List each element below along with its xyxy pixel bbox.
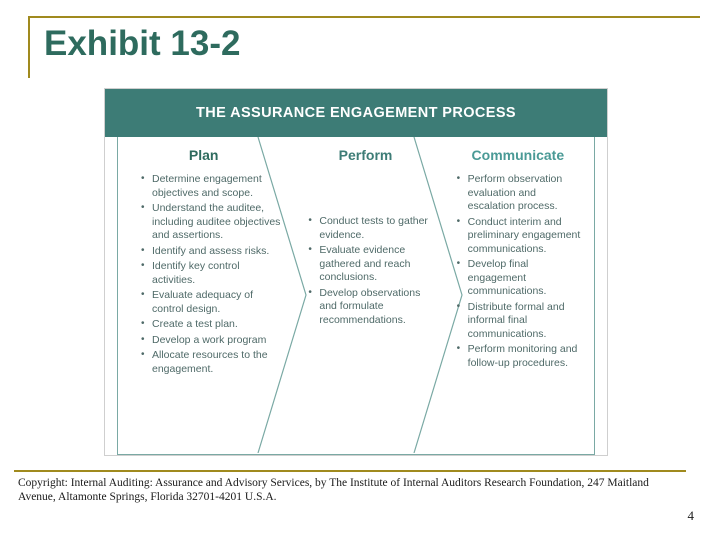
- list-item: Evaluate evidence gathered and reach con…: [307, 243, 433, 285]
- exhibit-card: THE ASSURANCE ENGAGEMENT PROCESS Plan De…: [104, 88, 608, 456]
- left-vertical-rule: [28, 16, 30, 78]
- column-heading-communicate: Communicate: [471, 147, 565, 163]
- bullet-list-perform: Conduct tests to gather evidence. Evalua…: [307, 214, 433, 328]
- exhibit-header: THE ASSURANCE ENGAGEMENT PROCESS: [105, 89, 607, 137]
- list-item: Conduct tests to gather evidence.: [307, 214, 433, 242]
- list-item: Determine engagement objectives and scop…: [140, 172, 281, 200]
- process-columns: Plan Determine engagement objectives and…: [118, 137, 594, 454]
- bottom-horizontal-rule: [14, 470, 686, 472]
- bullet-list-communicate: Perform observation evaluation and escal…: [456, 172, 586, 370]
- page-number: 4: [687, 508, 695, 523]
- list-item: Identify and assess risks.: [140, 244, 281, 259]
- list-item: Identify key control activities.: [140, 259, 281, 287]
- column-perform: Perform Conduct tests to gather evidence…: [289, 137, 441, 454]
- bullet-list-plan: Determine engagement objectives and scop…: [140, 172, 281, 376]
- column-communicate: Communicate Perform observation evaluati…: [442, 137, 594, 454]
- list-item: Allocate resources to the engagement.: [140, 348, 281, 376]
- column-plan: Plan Determine engagement objectives and…: [118, 137, 289, 454]
- list-item: Perform monitoring and follow-up procedu…: [456, 342, 586, 370]
- column-heading-perform: Perform: [338, 147, 393, 163]
- list-item: Perform observation evaluation and escal…: [456, 172, 586, 214]
- list-item: Conduct interim and preliminary engageme…: [456, 215, 586, 257]
- list-item: Evaluate adequacy of control design.: [140, 288, 281, 316]
- list-item: Develop observations and formulate recom…: [307, 286, 433, 328]
- list-item: Distribute formal and informal final com…: [456, 300, 586, 342]
- copyright-text: Copyright: Internal Auditing: Assurance …: [18, 477, 649, 503]
- list-item: Develop final engagement communications.: [456, 257, 586, 299]
- page-title: Exhibit 13-2: [44, 24, 241, 63]
- exhibit-body: Plan Determine engagement objectives and…: [117, 137, 595, 455]
- column-heading-plan: Plan: [188, 147, 219, 163]
- list-item: Create a test plan.: [140, 317, 281, 332]
- top-horizontal-rule: [28, 16, 700, 18]
- list-item: Develop a work program: [140, 333, 281, 348]
- list-item: Understand the auditee, including audite…: [140, 201, 281, 243]
